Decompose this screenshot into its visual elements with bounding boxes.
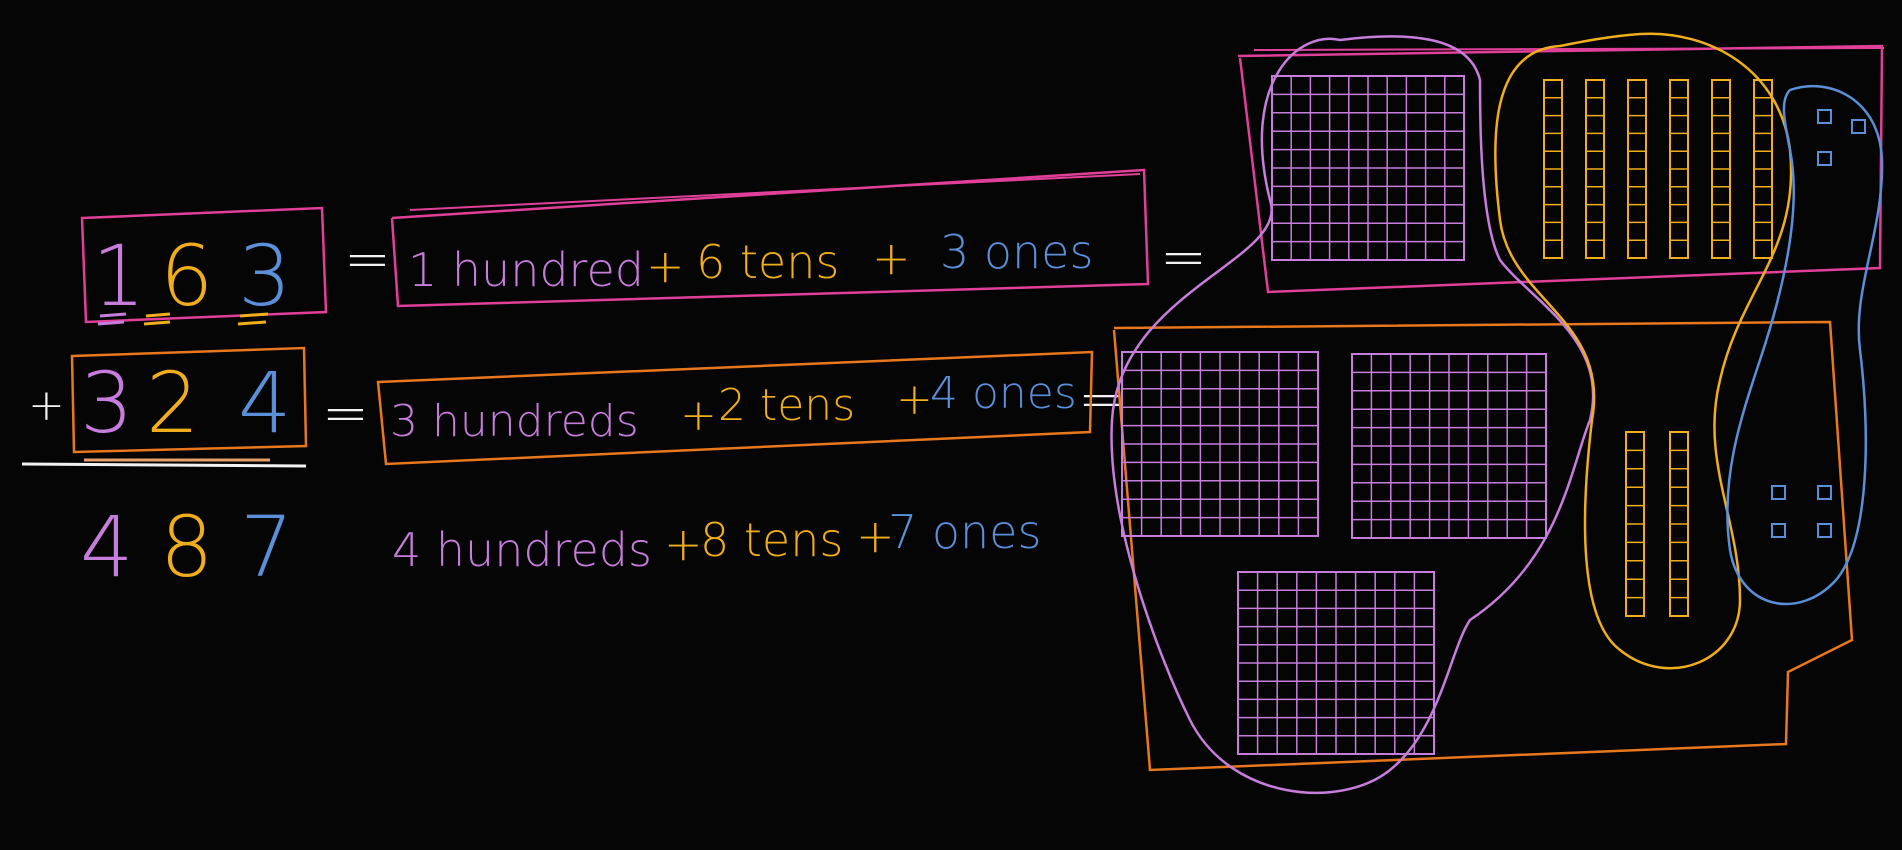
ten-rod-block	[1669, 79, 1689, 259]
base-ten-blocks	[1110, 32, 1885, 795]
expansion-row2-box	[376, 350, 1094, 466]
ones-grouping-loop	[1726, 84, 1884, 606]
tens-underline	[143, 312, 171, 326]
expansion-row-2: 3 hundreds + 2 tens + 4 ones	[376, 350, 1094, 466]
tens-grouping-loop	[1494, 32, 1793, 670]
row3-tens-text: 8 tens	[700, 513, 843, 567]
ten-rod-block	[1625, 431, 1645, 617]
unit-cube-block	[1771, 485, 1786, 500]
unit-cube-block	[1817, 151, 1832, 166]
ten-rod-block	[1585, 79, 1605, 259]
expansion-row-3: 4 hundreds + 8 tens + 7 ones	[392, 505, 1041, 577]
row3-plus-2: +	[856, 509, 895, 563]
row1-plus-2: +	[872, 231, 911, 285]
bottom-tens-digit: 2	[146, 354, 199, 452]
unit-cube-block	[1817, 485, 1832, 500]
ten-rod-block	[1627, 79, 1647, 259]
row2-plus-1: +	[680, 390, 717, 441]
hundreds-underline	[97, 312, 127, 326]
row1-hundreds-text: 1 hundred	[408, 243, 644, 297]
row1-tens-text: 6 tens	[696, 235, 839, 289]
hundred-square-block	[1351, 353, 1547, 539]
unit-cube-block	[1771, 523, 1786, 538]
addition-problem: 1 6 3 + 3 2 4 4 8 7	[21, 206, 328, 596]
bottom-ones-digit: 4	[238, 354, 291, 452]
row2-tens-text: 2 tens	[718, 380, 855, 431]
hundred-square-block	[1121, 351, 1319, 537]
row3-hundreds-text: 4 hundreds	[392, 523, 652, 577]
row2-hundreds-text: 3 hundreds	[390, 396, 639, 447]
ten-rod-block	[1711, 79, 1731, 259]
row2-ones-text: 4 ones	[930, 368, 1077, 419]
top-hundreds-digit: 1	[92, 227, 145, 325]
unit-cube-block	[1817, 109, 1832, 124]
sum-tens-digit: 8	[160, 498, 213, 596]
bottom-hundreds-digit: 3	[80, 354, 133, 452]
equals-sign-row1: =	[344, 227, 391, 292]
sum-hundreds-digit: 4	[80, 498, 133, 596]
row1-plus-1: +	[646, 239, 685, 293]
bottom-blocks-frame	[1112, 320, 1854, 772]
hundred-square-block	[1237, 571, 1435, 755]
equals-sign-row2: =	[322, 381, 369, 446]
top-ones-digit: 3	[238, 227, 291, 325]
plus-sign: +	[28, 380, 65, 431]
ten-rod-block	[1753, 79, 1773, 259]
ones-underline	[237, 312, 269, 326]
ten-rod-block	[1669, 431, 1689, 617]
equals-sign-row1-right: =	[1160, 225, 1207, 290]
row3-ones-text: 7 ones	[888, 505, 1041, 559]
hundreds-grouping-loop	[1110, 35, 1595, 795]
unit-cube-block	[1851, 119, 1866, 134]
row2-plus-2: +	[896, 374, 933, 425]
bottom-number-box	[70, 346, 308, 454]
row3-plus-1: +	[664, 517, 703, 571]
sum-ones-digit: 7	[240, 498, 293, 596]
row1-ones-text: 3 ones	[940, 225, 1093, 279]
top-tens-digit: 6	[160, 227, 213, 325]
unit-cube-block	[1817, 523, 1832, 538]
top-number-box	[80, 206, 328, 324]
ten-rod-block	[1543, 79, 1563, 259]
expansion-row-1: 1 hundred + 6 tens + 3 ones	[390, 168, 1150, 308]
sum-line	[21, 462, 307, 468]
hundred-square-block	[1271, 75, 1465, 261]
